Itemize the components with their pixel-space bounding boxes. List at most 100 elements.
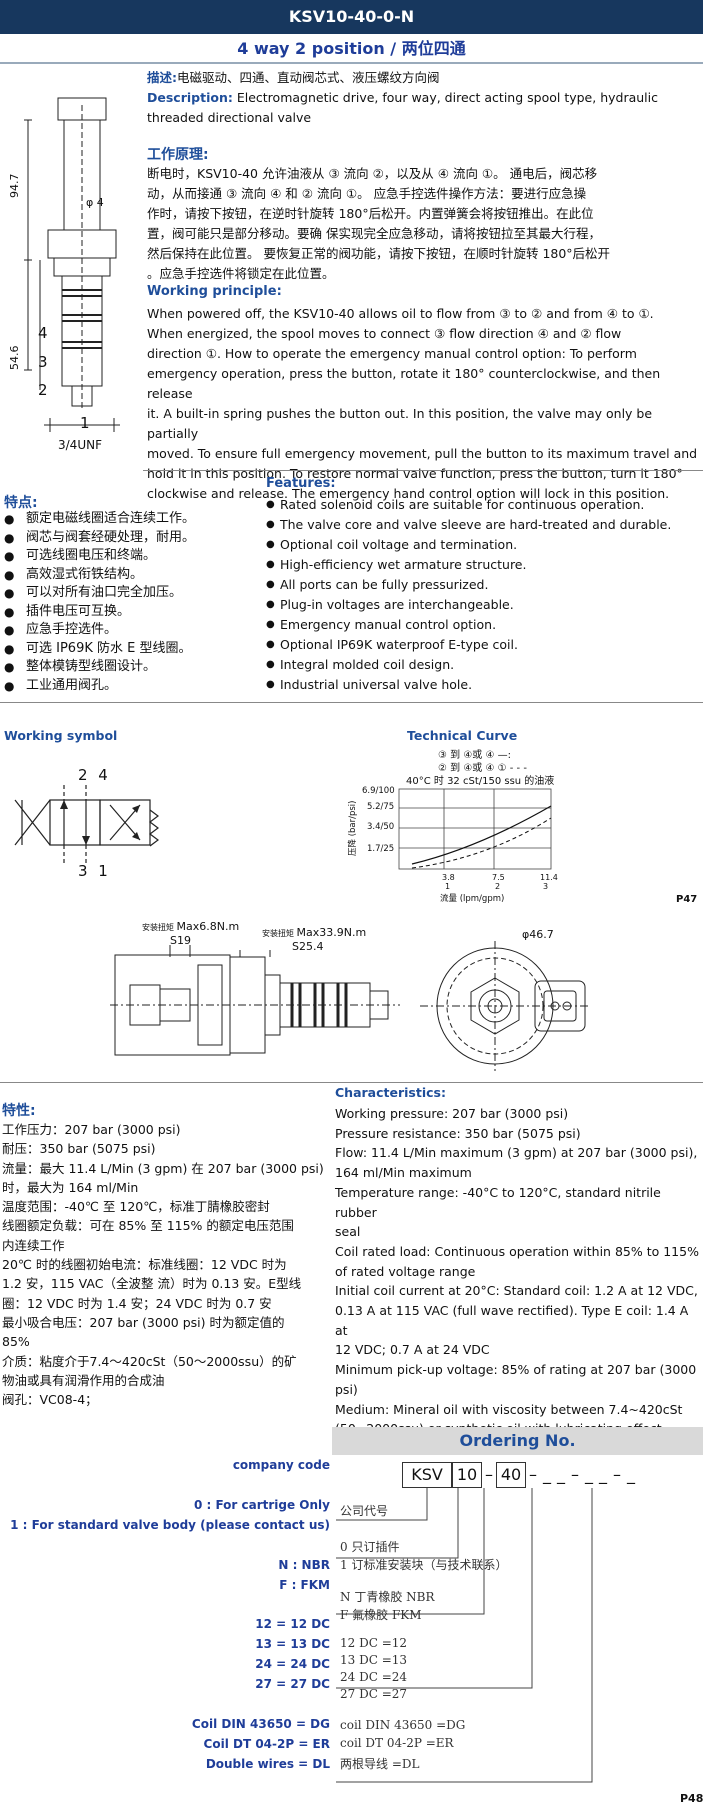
port-label-2: 2: [38, 381, 48, 399]
torque-value: Max33.9N.m: [296, 926, 367, 939]
principle-en-line: hold it in this position. To restore nor…: [147, 466, 683, 481]
page-number: P48: [680, 1792, 703, 1805]
principle-en-line: emergency operation, press the button, r…: [147, 366, 661, 401]
torque-label-2: 安装扭矩 Max33.9N.m: [262, 926, 366, 939]
feature-cn: 可以对所有油口完全加压。: [4, 584, 259, 603]
order-code-part: _: [543, 1465, 551, 1484]
working-symbol-title: Working symbol: [4, 728, 118, 743]
port-label-4: 4: [38, 324, 48, 342]
feature-en: High-efficiency wet armature structure.: [266, 555, 703, 575]
description-label-cn: 描述:: [147, 70, 177, 85]
feature-en: Optional IP69K waterproof E-type coil.: [266, 635, 703, 655]
subtitle: 4 way 2 position / 两位四通: [0, 34, 703, 64]
order-code-part: –: [613, 1465, 621, 1484]
curve-ytick: 3.4/50: [367, 822, 395, 832]
chars-en-line: Initial coil current at 20°C: Standard c…: [335, 1283, 698, 1299]
feature-cn: 额定电磁线圈适合连续工作。: [4, 510, 259, 529]
order-code-leaders: [336, 1488, 593, 1783]
order-note-company: 公司代号: [340, 1504, 389, 1518]
chars-en-line: 164 ml/Min maximum: [335, 1165, 472, 1181]
order-note: F 氟橡胶 FKM: [340, 1608, 422, 1622]
thread-label: 3/4UNF: [58, 438, 102, 452]
order-note: 1 订标准安装块（与技术联系）: [340, 1558, 508, 1572]
curve-ylabel: 压降 (bar/psi): [348, 800, 358, 856]
feature-cn: 应急手控选件。: [4, 621, 259, 640]
chars-en-line: seal: [335, 1224, 361, 1240]
chars-cn-line: 温度范围：-40℃ 至 120℃，标准丁腈橡胶密封: [2, 1199, 270, 1215]
feature-cn: 可选 IP69K 防水 E 型线圈。: [4, 640, 259, 659]
feature-en: Plug-in voltages are interchangeable.: [266, 595, 703, 615]
order-label: N : NBR: [278, 1558, 330, 1572]
principle-cn-line: 然后保持在此位置。 要恢复正常的阀功能，请按下按钮，在顺时针旋转 180°后松开: [147, 246, 611, 261]
chars-cn-line: 85%: [2, 1334, 30, 1350]
feature-cn: 高效湿式衔铁结构。: [4, 566, 259, 585]
curve-condition: 40°C 时 32 cSt/150 ssu 的油液: [406, 776, 555, 787]
principle-en: When powered off, the KSV10-40 allows oi…: [147, 304, 703, 504]
page-number: P47: [676, 894, 698, 905]
torque-label-text: 安装扭矩: [142, 923, 174, 932]
chars-cn-line: 圈：12 VDC 时为 1.4 安；24 VDC 时为 0.7 安: [2, 1295, 272, 1311]
principle-cn-line: 。应急手控选件将锁定在此位置。: [147, 266, 335, 281]
order-label: 13 = 13 DC: [255, 1637, 330, 1651]
torque-label-1: 安装扭矩 Max6.8N.m: [142, 920, 239, 933]
port-label-1: 1: [80, 414, 90, 432]
feature-en: Optional coil voltage and termination.: [266, 535, 703, 555]
torque-label-text: 安装扭矩: [262, 929, 294, 938]
model-title: KSV10-40-0-N: [0, 0, 703, 34]
principle-title-cn: 工作原理:: [147, 147, 209, 163]
features-title-cn: 特点:: [4, 495, 38, 511]
order-label: 0 : For cartrige Only: [193, 1498, 330, 1512]
body-diameter: φ46.7: [522, 928, 554, 941]
order-code-part: _: [627, 1465, 635, 1484]
chars-en-line: 0.13 A at 115 VAC (full wave rectified).…: [335, 1303, 689, 1338]
valve-end-view: [420, 941, 590, 1071]
order-code-part: _: [585, 1465, 593, 1484]
features-list-en: Rated solenoid coils are suitable for co…: [266, 495, 703, 695]
chars-cn-line: 线圈额定负载：可在 85% 至 115% 的额定电压范围: [2, 1218, 294, 1234]
symbol-top-ports: 2 4: [78, 766, 111, 784]
feature-en: Integral molded coil design.: [266, 655, 703, 675]
hydraulic-symbol: [14, 785, 159, 865]
feature-cn: 插件电压可互换。: [4, 603, 259, 622]
order-note: 12 DC =12: [340, 1636, 408, 1650]
chars-en: Working pressure: 207 bar (3000 psi) Pre…: [335, 1104, 703, 1459]
principle-en-line: moved. To ensure full emergency movement…: [147, 446, 698, 461]
order-code-part: –: [571, 1465, 579, 1484]
description-en: Description: Electromagnetic drive, four…: [147, 88, 699, 128]
order-note: 两根导线 =DL: [340, 1757, 420, 1771]
curve-ytick: 6.9/100: [362, 786, 395, 796]
order-label: Coil DIN 43650 = DG: [191, 1717, 330, 1731]
order-code-part: _: [599, 1465, 607, 1484]
valve-assembly-drawing: [110, 945, 400, 1056]
divider: [0, 702, 703, 703]
ordering-title: Ordering No.: [332, 1427, 703, 1455]
chars-cn-line: 工作压力：207 bar (3000 psi): [2, 1122, 181, 1137]
chars-cn-line: 耐压：350 bar (5075 psi): [2, 1141, 156, 1157]
order-label: 1 : For standard valve body (please cont…: [10, 1518, 330, 1532]
features-title-en: Features:: [266, 476, 336, 491]
flow-curve-plot: [398, 788, 552, 870]
chars-cn-line: 介质：粘度介于7.4～420cSt（50～2000ssu）的矿: [2, 1353, 297, 1369]
chars-cn: 工作压力：207 bar (3000 psi) 耐压：350 bar (5075…: [2, 1120, 327, 1409]
feature-en: Rated solenoid coils are suitable for co…: [266, 495, 703, 515]
principle-en-line: When powered off, the KSV10-40 allows oi…: [147, 306, 654, 321]
hex-size-2: S25.4: [292, 940, 324, 953]
principle-cn-line: 动，从而接通 ③ 流向 ④ 和 ② 流向 ①。 应急手控选件操作方法：要进行应急…: [147, 186, 587, 201]
principle-cn: 断电时，KSV10-40 允许油液从 ③ 流向 ②，以及从 ④ 流向 ①。 通电…: [147, 164, 703, 284]
dim-94-7: 94.7: [8, 173, 21, 199]
curve-xtick: 11.4: [540, 873, 558, 882]
chars-cn-line: 内连续工作: [2, 1237, 65, 1253]
dim-54-6: 54.6: [8, 345, 21, 371]
order-note: coil DT 04-2P =ER: [340, 1736, 454, 1750]
technical-curve-title: Technical Curve: [407, 728, 518, 743]
curve-xtick: 2: [495, 882, 501, 891]
curve-ytick: 5.2/75: [367, 802, 395, 812]
description-cn: 描述:电磁驱动、四通、直动阀芯式、液压螺纹方向阀: [147, 68, 697, 88]
torque-value: Max6.8N.m: [176, 920, 240, 933]
curve-xtick: 3.8: [442, 873, 455, 882]
chars-en-line: Flow: 11.4 L/Min maximum (3 gpm) at 207 …: [335, 1145, 698, 1161]
principle-cn-line: 断电时，KSV10-40 允许油液从 ③ 流向 ②，以及从 ④ 流向 ①。 通电…: [147, 166, 598, 181]
chars-en-line: Working pressure: 207 bar (3000 psi): [335, 1106, 569, 1121]
symbol-bottom-ports: 3 1: [78, 862, 111, 880]
order-code-part: 10: [452, 1462, 482, 1488]
